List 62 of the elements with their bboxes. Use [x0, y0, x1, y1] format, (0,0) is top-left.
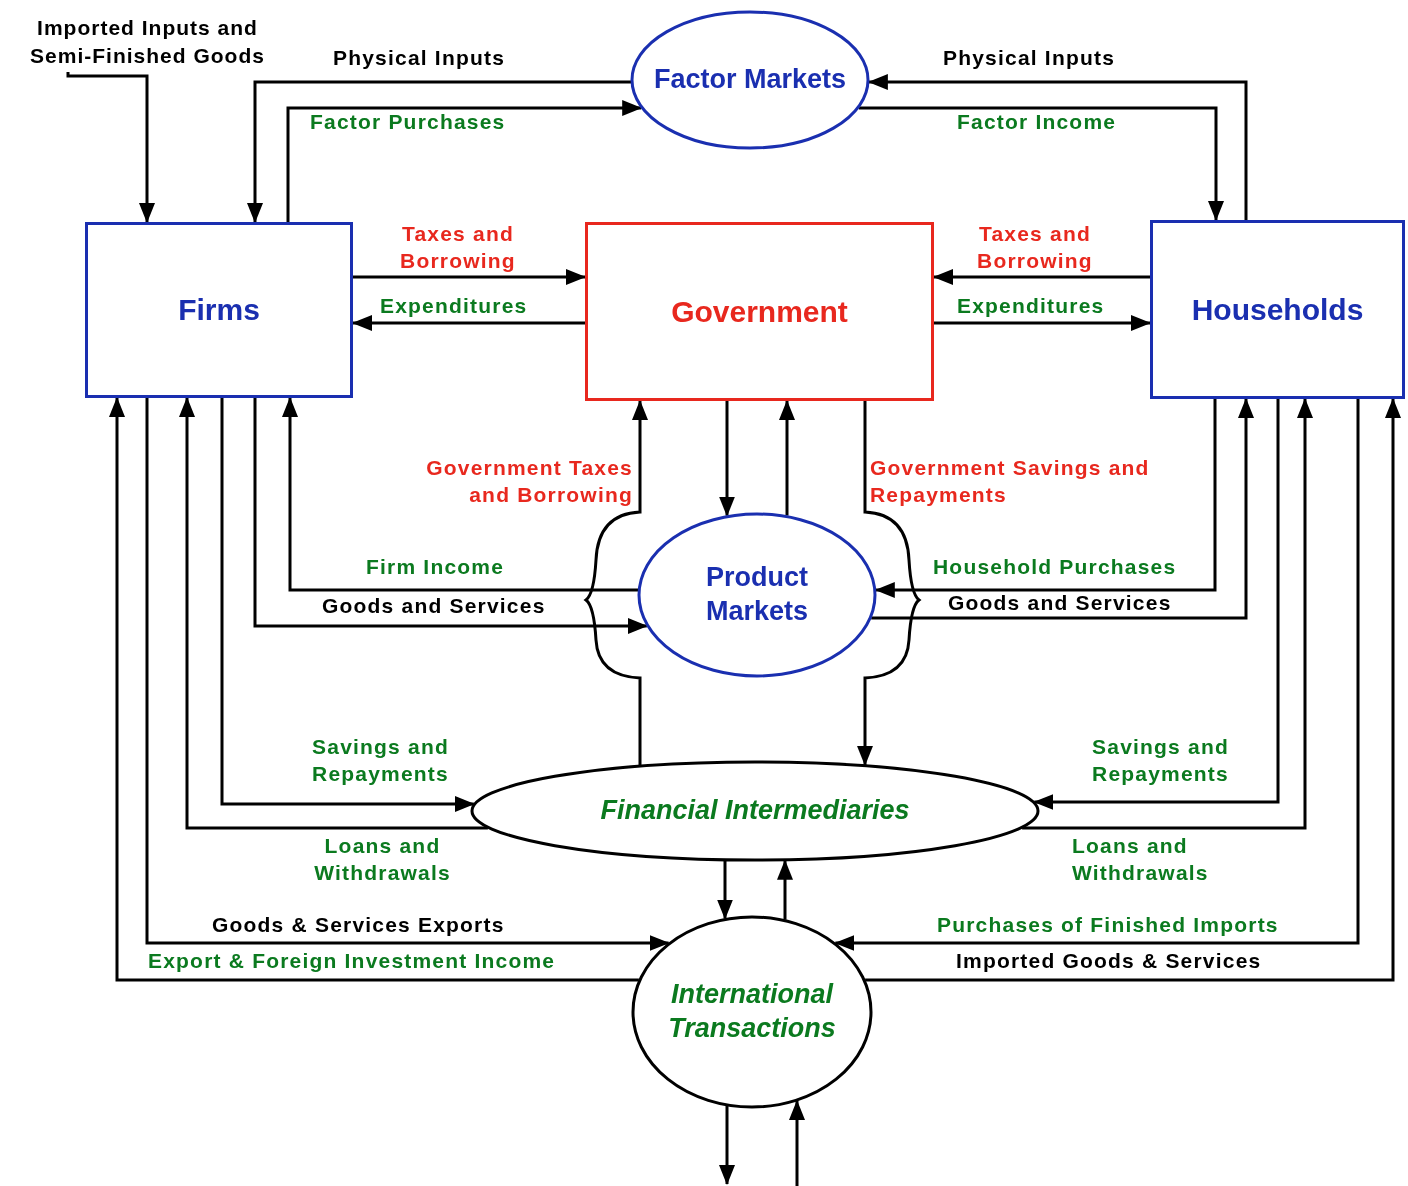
flow-arrow [286, 100, 643, 222]
edge-label: Taxes and Borrowing [399, 221, 517, 275]
flow-arrow [66, 72, 155, 223]
edge-label: Household Purchases [933, 554, 1177, 580]
flow-arrow [352, 315, 585, 331]
flow-arrow [220, 398, 475, 812]
edge-label: Loans and Withdrawals [1072, 833, 1210, 887]
flow-arrow [857, 401, 921, 766]
flow-arrow [145, 398, 670, 951]
node-label: Firms [178, 292, 260, 329]
node-label: Factor Markets [653, 63, 847, 97]
flow-arrow [1022, 398, 1313, 830]
flow-arrow [282, 397, 639, 592]
edge-label: Factor Income [957, 109, 1117, 135]
flow-arrow [719, 1105, 735, 1185]
edge-label: Savings and Repayments [1091, 734, 1230, 788]
flow-arrow [1033, 399, 1280, 810]
edge-label: Export & Foreign Investment Income [148, 948, 556, 974]
node-label: Government [671, 293, 848, 330]
sector-box [85, 222, 353, 398]
edge-label: Government Taxes and Borrowing [425, 455, 633, 509]
flow-note: Imported Inputs and Semi-Finished Goods [10, 12, 285, 72]
edge-label: Factor Purchases [310, 109, 506, 135]
edge-label: Goods and Services [322, 593, 546, 619]
flow-arrow [789, 1100, 805, 1186]
flow-arrow [717, 860, 733, 920]
flow-arrow [719, 401, 735, 517]
sector-box [585, 222, 934, 401]
flow-arrow [834, 399, 1360, 951]
edge-label: Purchases of Finished Imports [937, 912, 1279, 938]
flow-arrow [871, 398, 1254, 620]
edge-label: Physical Inputs [333, 45, 506, 71]
edge-label: Taxes and Borrowing [976, 221, 1094, 275]
node-label: International Transactions [667, 978, 837, 1045]
node-label: Households [1191, 291, 1364, 328]
flow-arrow [934, 315, 1151, 331]
edge-label: Goods and Services [948, 590, 1172, 616]
flow-arrow [777, 859, 793, 920]
edge-label: Physical Inputs [943, 45, 1116, 71]
flow-arrow [874, 399, 1217, 598]
edge-label: Government Savings and Repayments [870, 455, 1150, 509]
edge-label: Goods & Services Exports [212, 912, 505, 938]
node-label: Financial Intermediaries [600, 794, 910, 828]
flow-arrow [247, 80, 632, 223]
edge-label: Firm Income [366, 554, 505, 580]
flow-arrow [109, 397, 639, 982]
node-label: Product Markets [704, 561, 810, 628]
flow-arrow [353, 269, 586, 285]
flow-arrow [867, 74, 1248, 220]
edge-label: Imported Goods & Services [956, 948, 1262, 974]
flow-arrow [584, 400, 648, 766]
edge-label: Loans and Withdrawals [313, 833, 452, 887]
flow-arrow [865, 398, 1401, 982]
flow-arrow [179, 397, 488, 830]
flow-arrow [253, 398, 648, 634]
edge-label: Expenditures [957, 293, 1105, 319]
flow-arrow [933, 269, 1150, 285]
sector-box [1150, 220, 1405, 399]
flow-arrow [858, 106, 1224, 221]
edge-label: Savings and Repayments [311, 734, 450, 788]
flow-arrow [779, 400, 795, 516]
edge-label: Expenditures [380, 293, 528, 319]
